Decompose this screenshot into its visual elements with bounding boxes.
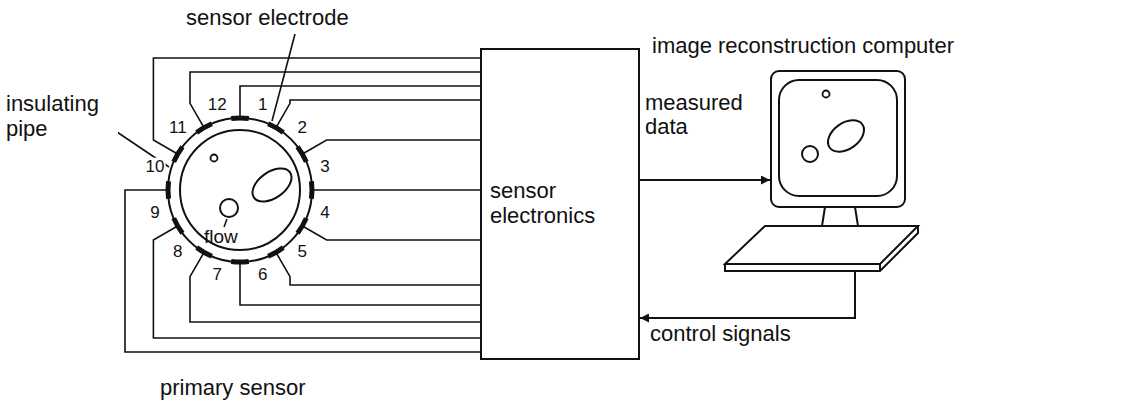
screen-display: [779, 80, 897, 196]
callout-number: 10: [145, 158, 166, 177]
image-bubble: [823, 91, 830, 98]
edge-label: control signals: [650, 322, 791, 347]
part-label: primary sensor: [160, 376, 305, 401]
sensor-electrode: [268, 124, 283, 133]
electrode-wire: [302, 226, 480, 240]
computer-outline: [770, 70, 910, 272]
electrode-wire: [302, 140, 480, 154]
callout-number: 9: [149, 203, 160, 222]
bubble: [220, 199, 238, 217]
electronics-box: sensor electronics: [480, 48, 640, 360]
leader-line: [272, 34, 295, 121]
callout-number: 12: [207, 96, 228, 115]
computer: image reconstruction computer: [770, 70, 910, 272]
image-bubble: [802, 146, 818, 162]
callout-number: 11: [168, 118, 188, 137]
screen-stand: [855, 207, 858, 226]
sensor-electrode: [197, 248, 212, 257]
sensor-electrode: [174, 147, 183, 162]
sensor-electrode: [268, 248, 283, 257]
edge-label: measured data: [645, 91, 765, 140]
signal-arrow: [640, 179, 770, 181]
sensor-electrode: [298, 218, 307, 233]
electrode-wires: [125, 58, 480, 352]
callout-number: 3: [319, 158, 330, 177]
screen-frame: [771, 71, 905, 207]
sensor-electrode: [197, 124, 212, 133]
flow-label: flow: [204, 226, 238, 247]
small-bubble: [211, 155, 218, 162]
box-label: sensor electronics: [490, 179, 630, 228]
electrode-wire: [125, 190, 480, 352]
callout-number: 6: [257, 266, 268, 285]
electrode-wire: [312, 189, 480, 191]
leader-line: [224, 219, 227, 227]
node-heading: image reconstruction computer: [652, 34, 954, 59]
callout-number: 1: [257, 96, 268, 115]
pipe-inner-wall: [180, 130, 300, 250]
sensor-electrode: [298, 147, 307, 162]
electrode-wire: [153, 226, 480, 338]
electrode-wire: [153, 58, 480, 154]
signal-arrow: [640, 272, 855, 318]
pipe-outer-wall: [168, 118, 312, 262]
image-bubble: [822, 114, 870, 158]
electrode-wire: [190, 72, 480, 128]
part-label: sensor electrode: [186, 6, 349, 31]
callout-number: 5: [296, 243, 307, 262]
callout-number: 7: [211, 266, 222, 285]
screen-stand: [822, 207, 825, 226]
large-bubble: [247, 162, 298, 209]
keyboard-base: [725, 226, 918, 264]
electrode-wire: [240, 262, 480, 305]
keyboard-edge: [725, 226, 918, 271]
callout-number: 4: [319, 203, 330, 222]
callout-number: 8: [172, 243, 183, 262]
sensor-electrode: [174, 218, 183, 233]
part-label: insulating pipe: [6, 92, 118, 141]
electrode-wire: [240, 86, 480, 118]
electrode-wire: [190, 252, 480, 322]
callout-number: 2: [296, 118, 307, 137]
